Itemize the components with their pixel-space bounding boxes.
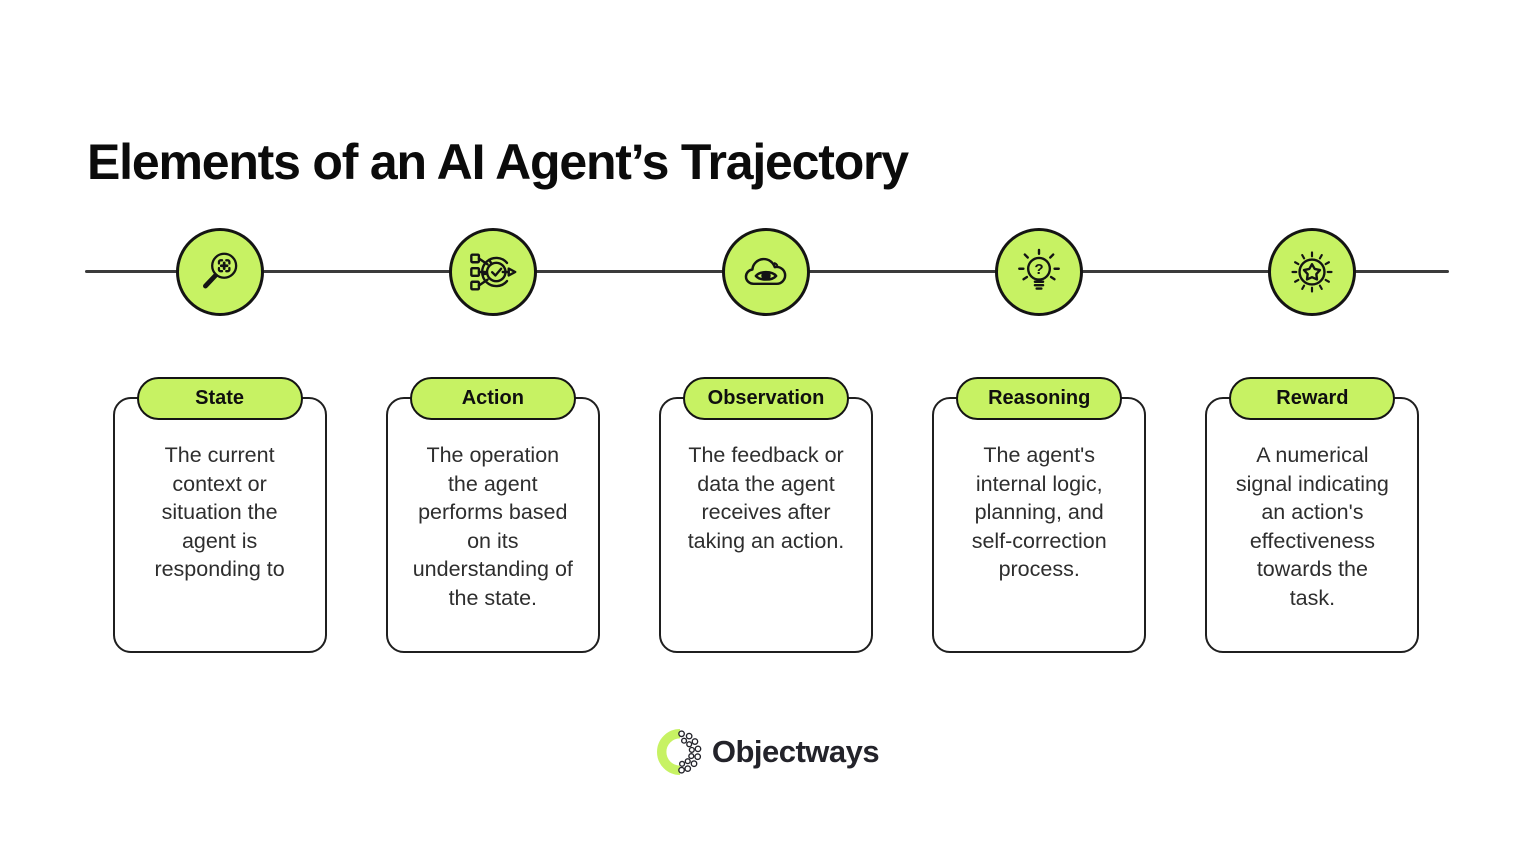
state-label-pill: State [136,377,303,420]
lightbulb-question-icon: ? [1018,248,1061,290]
star-burst-icon [1291,251,1333,293]
stage-column-action: Action The operation the agent performs … [356,228,629,658]
brand-logo: Objectways [0,729,1536,775]
trajectory-diagram: State The current context or situation t… [83,228,1449,658]
reward-icon-circle [1268,228,1357,316]
cloud-eye-icon [744,257,787,286]
reasoning-card: Reasoning The agent's internal logic, pl… [932,377,1147,653]
reasoning-description: The agent's internal logic, planning, an… [971,443,1107,582]
magnifier-focus-icon [202,252,237,289]
reward-label-pill: Reward [1229,377,1396,420]
observation-card: Observation The feedback or data the age… [659,377,873,653]
action-label-pill: Action [409,377,576,420]
observation-description: The feedback or data the agent receives … [687,443,845,553]
stage-column-reward: Reward A numerical signal indicating an … [1176,228,1449,658]
objectways-logo-icon [656,729,702,775]
state-card: State The current context or situation t… [112,377,327,653]
svg-text:?: ? [1035,261,1044,278]
process-check-arrow-icon [469,253,517,291]
reasoning-label-pill: Reasoning [956,377,1123,420]
stage-column-state: State The current context or situation t… [83,228,356,658]
action-description: The operation the agent performs based o… [412,443,573,610]
observation-label-pill: Observation [683,377,849,420]
action-icon-circle [448,228,537,316]
reward-card: Reward A numerical signal indicating an … [1205,377,1420,653]
action-card: Action The operation the agent performs … [385,377,600,653]
state-description: The current context or situation the age… [154,443,285,582]
reasoning-icon-circle: ? [995,228,1084,316]
timeline-columns: State The current context or situation t… [83,228,1449,658]
observation-icon-circle [722,228,810,316]
stage-column-observation: Observation The feedback or data the age… [629,228,902,658]
state-icon-circle [175,228,264,316]
reward-description: A numerical signal indicating an action'… [1235,443,1389,610]
stage-column-reasoning: ? Reasoning The agent's internal logic, … [903,228,1176,658]
page-title: Elements of an AI Agent’s Trajectory [87,133,909,190]
brand-name: Objectways [711,734,880,769]
